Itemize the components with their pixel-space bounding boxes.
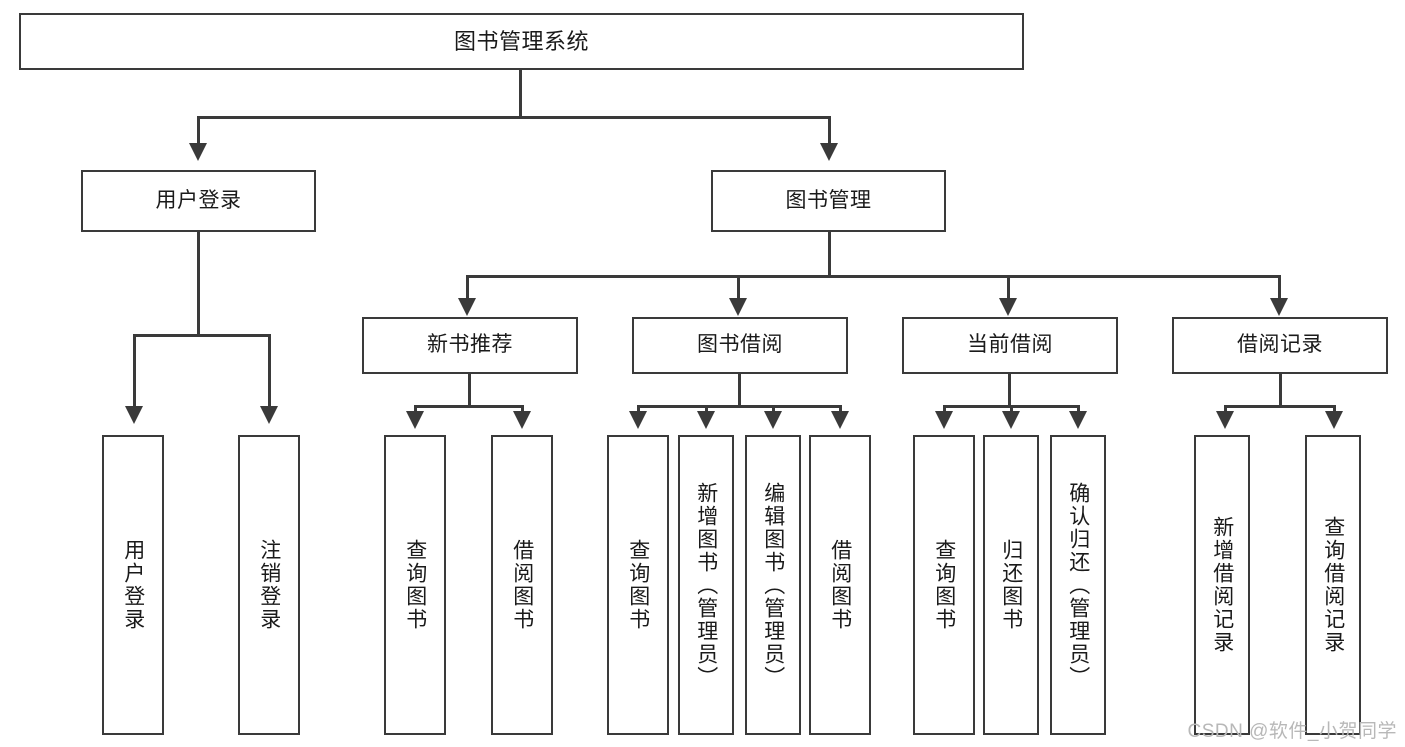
node-borrow-record[interactable]: 借阅记录 bbox=[1172, 317, 1388, 374]
arrowhead-leaf-edit-book bbox=[764, 411, 782, 429]
node-current-borrow[interactable]: 当前借阅 bbox=[902, 317, 1118, 374]
node-leaf-query-record[interactable]: 查询借阅记录 bbox=[1305, 435, 1361, 735]
node-leaf-query-book-3-label: 查询图书 bbox=[932, 539, 956, 631]
connector-root-to-book-manage bbox=[828, 116, 831, 144]
connector-current-stem bbox=[1008, 374, 1011, 406]
connector-root-to-user-login bbox=[197, 116, 200, 144]
node-leaf-query-record-label: 查询借阅记录 bbox=[1321, 516, 1345, 654]
watermark-text: CSDN @软件_小贺同学 bbox=[1187, 721, 1397, 742]
arrowhead-borrow-record bbox=[1270, 298, 1288, 316]
connector-recommend-bar bbox=[414, 405, 524, 408]
connector-book-manage-stem bbox=[828, 232, 831, 276]
node-leaf-borrow-book-2-label: 借阅图书 bbox=[828, 539, 852, 631]
connector-user-login-to-leaf-2 bbox=[268, 334, 271, 407]
connector-record-bar bbox=[1224, 405, 1336, 408]
node-leaf-confirm-return[interactable]: 确认归还（管理员） bbox=[1050, 435, 1106, 735]
connector-user-login-to-leaf-1 bbox=[133, 334, 136, 407]
node-leaf-edit-book[interactable]: 编辑图书（管理员） bbox=[745, 435, 801, 735]
node-leaf-query-book-1[interactable]: 查询图书 bbox=[384, 435, 446, 735]
node-book-manage[interactable]: 图书管理 bbox=[711, 170, 946, 232]
connector-book-manage-to-record bbox=[1278, 275, 1281, 299]
connector-borrow-stem bbox=[738, 374, 741, 406]
arrowhead-leaf-add-record bbox=[1216, 411, 1234, 429]
node-leaf-add-record-label: 新增借阅记录 bbox=[1210, 516, 1234, 654]
node-book-manage-label: 图书管理 bbox=[785, 188, 872, 212]
node-borrow-record-label: 借阅记录 bbox=[1237, 333, 1323, 357]
node-user-login-label: 用户登录 bbox=[155, 188, 242, 212]
node-leaf-return-book-label: 归还图书 bbox=[999, 539, 1023, 631]
node-root[interactable]: 图书管理系统 bbox=[19, 13, 1024, 70]
arrowhead-leaf-query-book-1 bbox=[406, 411, 424, 429]
arrowhead-leaf-borrow-book-1 bbox=[513, 411, 531, 429]
connector-user-login-bar bbox=[133, 334, 268, 337]
node-leaf-query-book-2-label: 查询图书 bbox=[626, 539, 650, 631]
connector-book-manage-to-recommend bbox=[466, 275, 469, 299]
node-leaf-add-record[interactable]: 新增借阅记录 bbox=[1194, 435, 1250, 735]
node-leaf-query-book-2[interactable]: 查询图书 bbox=[607, 435, 669, 735]
connector-root-stem bbox=[519, 70, 522, 117]
node-root-label: 图书管理系统 bbox=[453, 28, 589, 54]
node-book-borrow[interactable]: 图书借阅 bbox=[632, 317, 848, 374]
arrowhead-leaf-query-record bbox=[1325, 411, 1343, 429]
connector-user-login-stem bbox=[197, 232, 200, 335]
arrowhead-leaf-add-book bbox=[697, 411, 715, 429]
connector-recommend-stem bbox=[468, 374, 471, 406]
arrowhead-leaf-user-logout bbox=[260, 406, 278, 424]
node-current-borrow-label: 当前借阅 bbox=[967, 333, 1053, 357]
connector-book-manage-bar bbox=[466, 275, 1281, 278]
connector-book-manage-to-current bbox=[1007, 275, 1010, 299]
node-leaf-borrow-book-2[interactable]: 借阅图书 bbox=[809, 435, 871, 735]
arrowhead-book-borrow bbox=[729, 298, 747, 316]
connector-root-bar bbox=[197, 116, 831, 119]
arrowhead-current-borrow bbox=[999, 298, 1017, 316]
node-leaf-borrow-book-1-label: 借阅图书 bbox=[510, 539, 534, 631]
arrowhead-leaf-query-book-2 bbox=[629, 411, 647, 429]
node-leaf-user-login-label: 用户登录 bbox=[121, 539, 145, 631]
node-leaf-query-book-1-label: 查询图书 bbox=[403, 539, 427, 631]
node-new-book-recommend-label: 新书推荐 bbox=[427, 333, 513, 357]
node-user-login[interactable]: 用户登录 bbox=[81, 170, 316, 232]
node-leaf-user-logout-label: 注销登录 bbox=[257, 539, 281, 631]
node-leaf-query-book-3[interactable]: 查询图书 bbox=[913, 435, 975, 735]
node-leaf-return-book[interactable]: 归还图书 bbox=[983, 435, 1039, 735]
connector-book-manage-to-borrow bbox=[737, 275, 740, 299]
node-new-book-recommend[interactable]: 新书推荐 bbox=[362, 317, 578, 374]
node-book-borrow-label: 图书借阅 bbox=[697, 333, 783, 357]
arrowhead-user-login bbox=[189, 143, 207, 161]
arrowhead-book-manage bbox=[820, 143, 838, 161]
node-leaf-add-book[interactable]: 新增图书（管理员） bbox=[678, 435, 734, 735]
node-leaf-borrow-book-1[interactable]: 借阅图书 bbox=[491, 435, 553, 735]
node-leaf-user-logout[interactable]: 注销登录 bbox=[238, 435, 300, 735]
connector-record-stem bbox=[1279, 374, 1282, 406]
node-leaf-user-login[interactable]: 用户登录 bbox=[102, 435, 164, 735]
arrowhead-leaf-confirm-return bbox=[1069, 411, 1087, 429]
node-leaf-confirm-return-label: 确认归还（管理员） bbox=[1066, 481, 1090, 689]
connector-borrow-bar bbox=[637, 405, 842, 408]
node-leaf-add-book-label: 新增图书（管理员） bbox=[694, 481, 718, 689]
arrowhead-leaf-return-book bbox=[1002, 411, 1020, 429]
arrowhead-new-book-recommend bbox=[458, 298, 476, 316]
node-leaf-edit-book-label: 编辑图书（管理员） bbox=[761, 481, 785, 689]
arrowhead-leaf-query-book-3 bbox=[935, 411, 953, 429]
arrowhead-leaf-user-login bbox=[125, 406, 143, 424]
arrowhead-leaf-borrow-book-2 bbox=[831, 411, 849, 429]
